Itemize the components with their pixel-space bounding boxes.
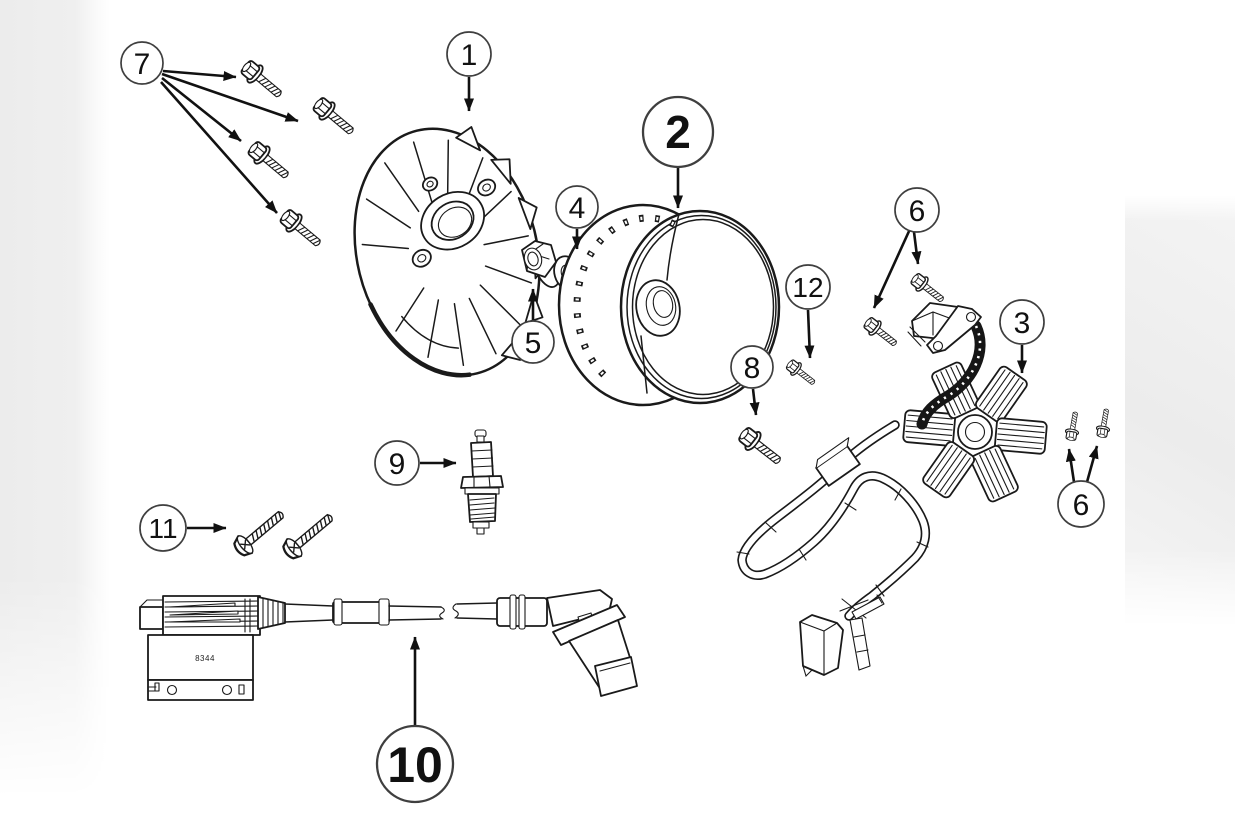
pan-head-screws [229, 504, 340, 564]
callout-number: 5 [525, 327, 542, 360]
ignition-module-bracket [907, 302, 982, 354]
flange-bolt-12 [783, 356, 820, 390]
pan-head-screw [229, 504, 291, 561]
callout-5[interactable]: 5 [511, 320, 555, 364]
callout-number: 1 [461, 39, 478, 72]
callout-circle [730, 345, 774, 389]
callout-circle [139, 504, 187, 552]
callout-circle [375, 724, 455, 804]
ignition-coil-with-lead: 8344 [139, 589, 638, 701]
flange-bolt [275, 205, 327, 254]
leader-arrow [749, 388, 760, 416]
callout-number: 6 [1073, 489, 1090, 522]
spark-plug-lead [284, 594, 548, 630]
callout-circle [894, 187, 940, 233]
callout-number: 10 [387, 737, 443, 793]
callout-7[interactable]: 7 [120, 41, 164, 85]
flywheel [353, 126, 550, 378]
callout-number: 12 [792, 272, 823, 303]
flange-nut [521, 240, 561, 288]
callout-4[interactable]: 4 [555, 185, 599, 229]
leader-arrow [804, 309, 815, 359]
leader-arrows [160, 69, 1099, 725]
callout-circle [1057, 480, 1105, 528]
flange-bolts-set-6-lower [1063, 407, 1114, 443]
leader-arrow [1085, 445, 1099, 483]
callout-circle [511, 320, 555, 364]
leader-arrow [161, 76, 242, 143]
flange-bolts-set-7 [236, 56, 360, 254]
spark-plug-boot [546, 589, 638, 697]
callout-circle [641, 95, 715, 169]
harness-terminal-pin-lower [849, 617, 871, 671]
callout-number: 4 [569, 192, 586, 225]
flange-bolt [907, 269, 949, 308]
callout-circle [555, 185, 599, 229]
flange-bolt [1094, 407, 1114, 440]
callout-10[interactable]: 10 [375, 724, 455, 804]
flange-bolt [860, 313, 902, 352]
flange-bolt [243, 137, 295, 186]
leader-arrow [161, 72, 299, 123]
leader-arrow [162, 69, 237, 81]
flange-bolt [308, 93, 360, 142]
harness-connector-block [799, 614, 844, 678]
callout-3[interactable]: 3 [999, 299, 1045, 345]
callout-2[interactable]: 2 [641, 95, 715, 169]
callout-1[interactable]: 1 [446, 31, 492, 77]
leader-arrow [872, 228, 912, 309]
callout-number: 3 [1014, 307, 1031, 340]
callout-6-lower[interactable]: 6 [1057, 480, 1105, 528]
callout-6-upper[interactable]: 6 [894, 187, 940, 233]
spark-plug [460, 429, 504, 535]
wiring-harness [736, 420, 931, 678]
flange-bolt [236, 56, 288, 105]
pan-head-screw [278, 507, 340, 564]
callout-number: 2 [665, 106, 691, 158]
flange-bolt-8 [734, 423, 787, 472]
harness-terminal-pin-upper [851, 594, 885, 620]
callout-number: 7 [134, 48, 151, 81]
harness-ferrule [815, 437, 861, 487]
callout-8[interactable]: 8 [730, 345, 774, 389]
coil-part-label: 8344 [195, 654, 215, 663]
leader-arrow [1065, 448, 1076, 483]
leader-arrow [911, 231, 922, 265]
callout-circle [374, 440, 420, 486]
callout-circle [999, 299, 1045, 345]
flange-bolt [1063, 410, 1083, 443]
callout-number: 6 [909, 195, 926, 228]
callout-circle [785, 264, 831, 310]
leader-arrow [160, 81, 278, 214]
callout-9[interactable]: 9 [374, 440, 420, 486]
callout-number: 9 [389, 448, 406, 481]
background-shade-left [0, 0, 110, 823]
coil-lead-union-nut [257, 596, 286, 630]
callout-circle [120, 41, 164, 85]
callout-12[interactable]: 12 [785, 264, 831, 310]
callout-11[interactable]: 11 [139, 504, 187, 552]
background-shade-right [1125, 195, 1235, 627]
stator-assembly [901, 302, 1049, 505]
callout-number: 8 [744, 352, 761, 385]
callout-circle [446, 31, 492, 77]
callout-number: 11 [148, 513, 177, 544]
